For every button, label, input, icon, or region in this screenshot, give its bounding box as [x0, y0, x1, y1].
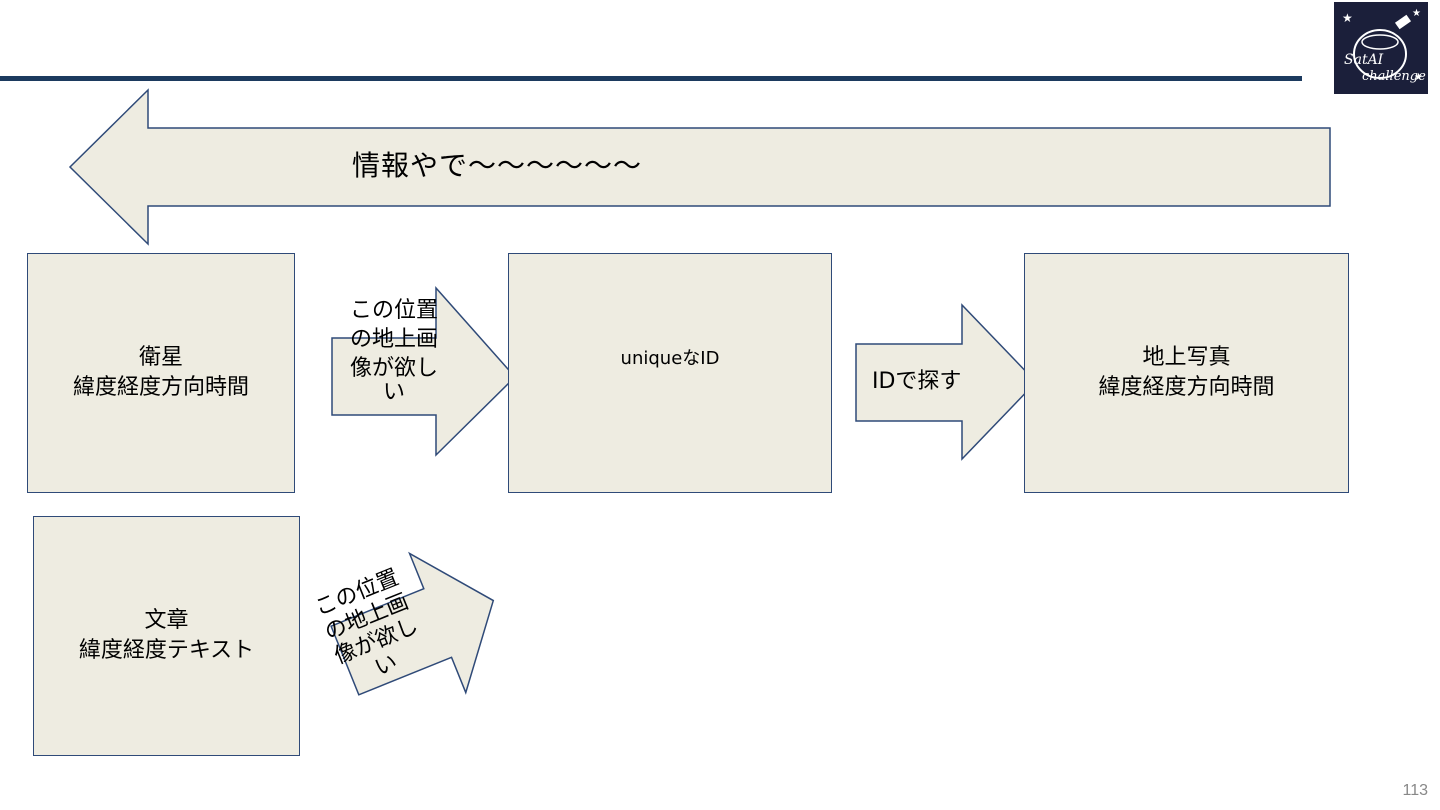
ground-photo-box: 地上写真 緯度経度方向時間	[1024, 253, 1349, 493]
svg-text:★: ★	[1414, 72, 1423, 83]
svg-text:★: ★	[1412, 8, 1421, 19]
want-ground-image-arrow-tilted	[330, 551, 495, 696]
ground-photo-box-fields: 緯度経度方向時間	[1098, 375, 1275, 400]
satai-challenge-logo: ★ ★ ★ SatAI challenge	[1334, 2, 1428, 94]
title-rule	[0, 76, 1302, 81]
ground-photo-box-title: 地上写真	[1142, 345, 1231, 370]
logo-icon: ★ ★ ★ SatAI challenge	[1342, 8, 1426, 84]
page-number: 113	[1402, 782, 1428, 799]
satellite-box-title: 衛星	[138, 345, 183, 370]
document-box-fields: 緯度経度テキスト	[78, 638, 255, 663]
search-by-id-arrow	[855, 303, 1038, 461]
document-box: 文章 緯度経度テキスト	[33, 516, 300, 756]
logo-text-line1: SatAI	[1344, 52, 1384, 68]
want-ground-image-line: 像が欲し	[349, 356, 438, 381]
want-ground-image-label: この位置 の地上画 像が欲し い	[348, 296, 440, 405]
satellite-box: 衛星 緯度経度方向時間	[27, 253, 295, 493]
unique-id-box: uniqueなID	[508, 253, 832, 493]
want-ground-image-line: い	[382, 380, 405, 405]
top-arrow-label: 情報やで～～～～～～	[352, 149, 643, 182]
want-ground-image-arrow	[331, 286, 517, 457]
logo-text-line2: challenge	[1362, 69, 1426, 84]
satellite-box-fields: 緯度経度方向時間	[72, 375, 249, 400]
document-box-title: 文章	[144, 608, 189, 633]
unique-id-box-title: uniqueなID	[620, 348, 720, 369]
top-left-arrow	[68, 88, 1331, 246]
want-ground-image-line: の地上画	[349, 327, 438, 352]
want-ground-image-line: この位置	[349, 298, 438, 323]
svg-text:★: ★	[1342, 11, 1353, 25]
search-by-id-label: IDで探す	[872, 369, 962, 394]
